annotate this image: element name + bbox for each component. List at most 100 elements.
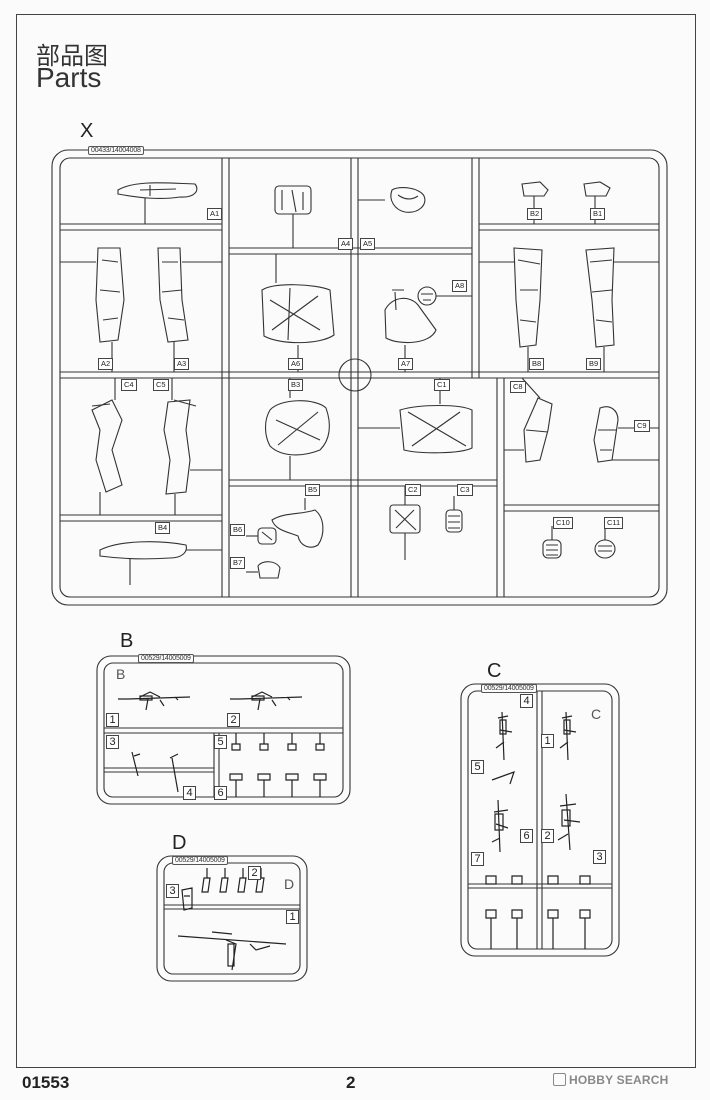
part-b4 xyxy=(99,541,222,585)
title-chinese: 部品图 xyxy=(36,42,108,70)
part-b7 xyxy=(246,561,281,579)
sprue-c-frame-letter: C xyxy=(591,706,602,722)
tag-b6: B6 xyxy=(230,524,246,536)
part-c3 xyxy=(445,496,463,533)
tag-b4: B4 xyxy=(155,522,171,534)
part-b5 xyxy=(271,498,324,548)
part-c11 xyxy=(594,526,616,559)
sprue-d-frame xyxy=(156,855,308,982)
part-b3 xyxy=(131,751,141,777)
num-b1: 1 xyxy=(106,713,119,727)
part-c10 xyxy=(542,526,562,559)
num-d3: 3 xyxy=(166,884,179,898)
sprue-d-code: 00529/14005009 xyxy=(172,856,228,865)
rifle-b1 xyxy=(127,691,191,711)
tag-b5: B5 xyxy=(305,484,321,496)
sprue-d-parts xyxy=(177,868,287,971)
tag-c1: C1 xyxy=(434,379,450,391)
part-c2 xyxy=(389,486,421,560)
sprue-c-frame xyxy=(460,683,620,957)
part-a8 xyxy=(417,286,472,306)
sprue-b-code: 00529/14005009 xyxy=(138,654,194,663)
num-d1: 1 xyxy=(286,910,299,924)
magazines-d2 xyxy=(201,868,265,893)
num-c2: 2 xyxy=(541,829,554,843)
part-b9 xyxy=(585,247,659,372)
watermark: HOBBY SEARCH xyxy=(553,1073,669,1087)
tag-c2: C2 xyxy=(405,484,421,496)
tag-a3: A3 xyxy=(174,358,190,370)
tag-c11: C11 xyxy=(604,517,624,529)
part-a4 xyxy=(274,185,312,248)
sprue-b-frame-letter: B xyxy=(116,666,126,682)
title-english: Parts xyxy=(36,62,102,93)
tag-b3: B3 xyxy=(288,379,304,391)
magazine-pouches-b6 xyxy=(229,773,327,797)
sprue-c-letter: C xyxy=(487,660,502,682)
num-b6: 6 xyxy=(214,786,227,800)
part-a2 xyxy=(60,247,125,372)
tag-c3: C3 xyxy=(457,484,473,496)
num-b3: 3 xyxy=(106,735,119,749)
product-code: 01553 xyxy=(22,1073,70,1092)
part-a3 xyxy=(157,247,222,372)
tag-a1: A1 xyxy=(207,208,223,220)
rifle-c2 xyxy=(557,793,581,851)
sprue-x-letter: X xyxy=(80,120,94,142)
part-b8 xyxy=(479,247,543,372)
sniper-rifle-d1 xyxy=(177,931,287,971)
part-a5 xyxy=(358,187,426,213)
num-d2: 2 xyxy=(248,866,261,880)
part-c1 xyxy=(358,378,473,454)
num-c5: 5 xyxy=(471,760,484,774)
part-b6 xyxy=(246,527,277,545)
magazine-pouches-b5 xyxy=(231,733,325,751)
sprue-c-code: 00529/14005009 xyxy=(481,684,537,693)
num-c6: 6 xyxy=(520,829,533,843)
part-b4 xyxy=(169,753,179,793)
tag-b2: B2 xyxy=(527,208,543,220)
stock-c5 xyxy=(491,771,515,785)
num-c3: 3 xyxy=(593,850,606,864)
part-a6 xyxy=(261,254,335,372)
magazines-c-row1 xyxy=(485,875,591,885)
num-c1: 1 xyxy=(541,734,554,748)
tag-a5: A5 xyxy=(360,238,376,250)
num-c7: 7 xyxy=(471,852,484,866)
num-c4: 4 xyxy=(520,694,533,708)
tag-c10: C10 xyxy=(553,517,573,529)
tag-b8: B8 xyxy=(529,358,545,370)
sprue-b-letter: B xyxy=(120,630,134,652)
part-d3 xyxy=(181,887,193,911)
rifle-c1 xyxy=(559,711,577,761)
tag-a6: A6 xyxy=(288,358,304,370)
tag-c4: C4 xyxy=(121,379,137,391)
tag-a7: A7 xyxy=(398,358,414,370)
num-b5: 5 xyxy=(214,735,227,749)
page-border xyxy=(16,14,696,1068)
page-number: 2 xyxy=(346,1073,356,1092)
part-b3 xyxy=(264,378,330,480)
num-b4: 4 xyxy=(183,786,196,800)
tag-c9: C9 xyxy=(634,420,650,432)
watermark-text: HOBBY SEARCH xyxy=(569,1073,669,1087)
sprue-d-letter: D xyxy=(172,832,187,854)
rifle-c4 xyxy=(495,711,513,761)
tag-a2: A2 xyxy=(98,358,114,370)
tag-b9: B9 xyxy=(586,358,602,370)
part-a1 xyxy=(117,182,198,224)
sprue-x-code: 00433/14004008 xyxy=(88,146,144,155)
sprue-c-parts xyxy=(485,711,591,949)
hobby-search-logo-icon xyxy=(553,1073,566,1086)
num-b2: 2 xyxy=(227,713,240,727)
tag-b7: B7 xyxy=(230,557,246,569)
sprue-x-frame xyxy=(51,149,668,606)
part-c4 xyxy=(91,378,123,515)
tag-a8: A8 xyxy=(452,280,468,292)
part-c9 xyxy=(593,406,659,463)
rifle-b2 xyxy=(239,691,303,711)
tag-b1: B1 xyxy=(590,208,606,220)
tag-c8: C8 xyxy=(510,381,526,393)
sprue-b-parts xyxy=(118,691,327,797)
